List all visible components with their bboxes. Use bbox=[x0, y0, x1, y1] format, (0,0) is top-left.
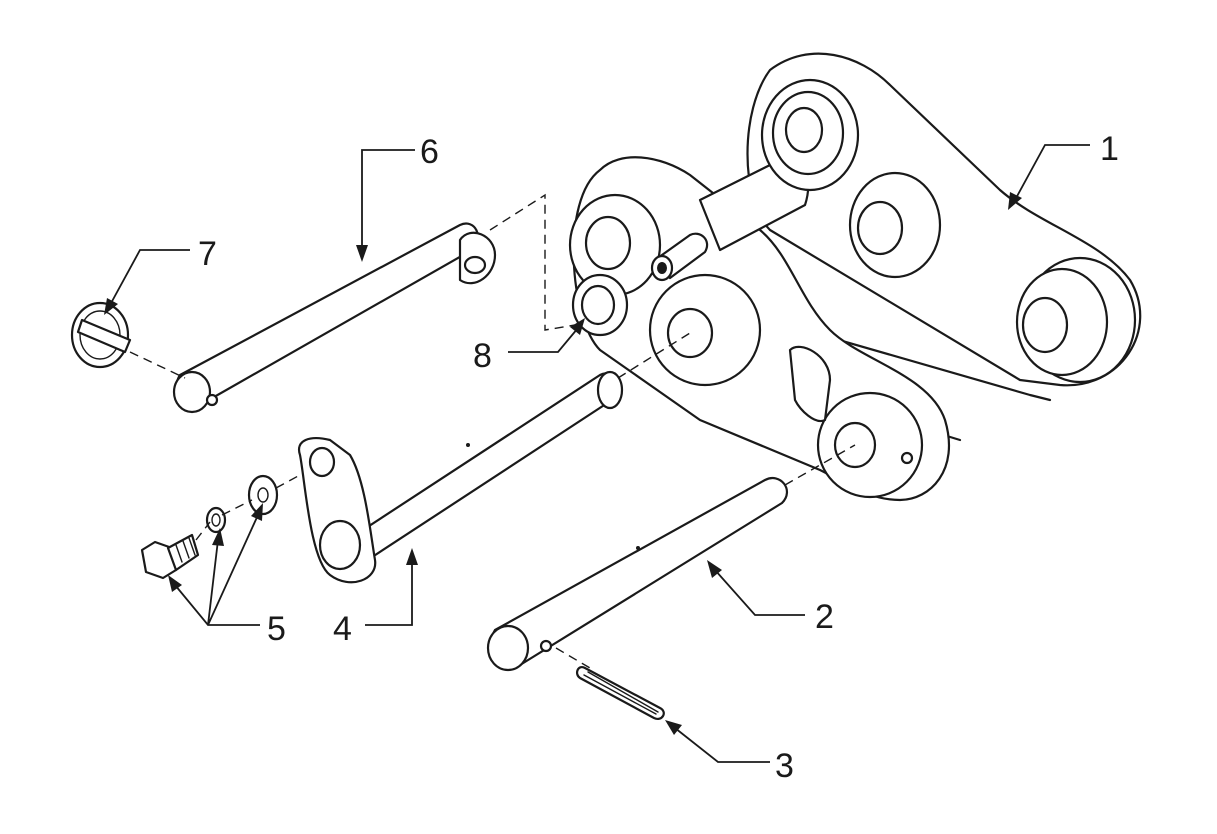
callout-5: 5 bbox=[267, 610, 286, 648]
bolt-and-washers bbox=[140, 474, 279, 580]
top-pin bbox=[172, 222, 497, 414]
leader-lines bbox=[104, 144, 1090, 763]
frame-bracket bbox=[568, 52, 1142, 502]
assembly-lines bbox=[129, 193, 856, 669]
callout-1: 1 bbox=[1100, 130, 1119, 168]
plate-pin bbox=[297, 370, 624, 584]
callout-6: 6 bbox=[420, 133, 439, 171]
callout-2: 2 bbox=[815, 598, 834, 636]
callout-8: 8 bbox=[473, 337, 492, 375]
callout-4: 4 bbox=[333, 610, 352, 648]
ring-clip bbox=[70, 301, 132, 369]
lower-pin bbox=[486, 477, 789, 672]
callout-3: 3 bbox=[775, 747, 794, 785]
callout-labels: 1 2 3 4 5 6 7 8 bbox=[198, 130, 1119, 785]
callout-7: 7 bbox=[198, 235, 217, 273]
roll-pin bbox=[576, 666, 665, 720]
